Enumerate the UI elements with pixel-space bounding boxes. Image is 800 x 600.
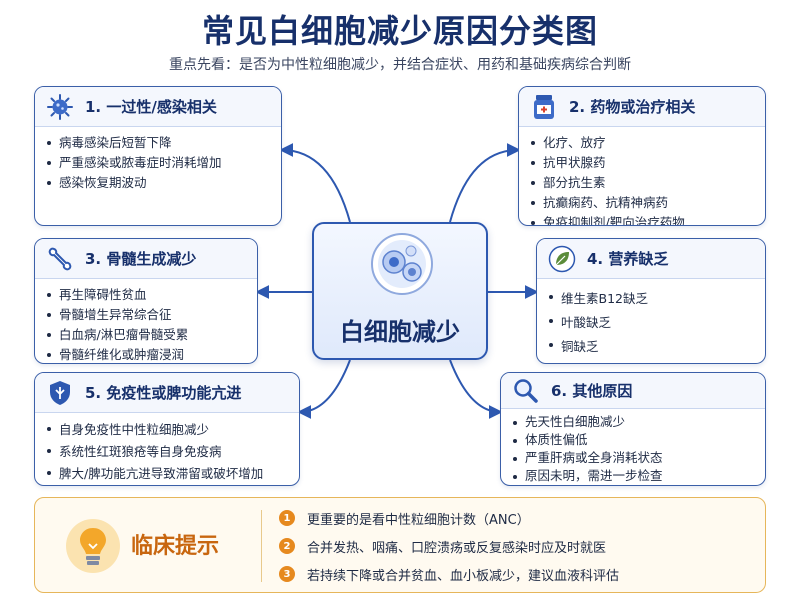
list-item: 体质性偏低 xyxy=(513,431,755,449)
list-item: 原因未明，需进一步检查 xyxy=(513,467,755,485)
card-header: 6. 其他原因 xyxy=(501,373,765,409)
card-drug: 2. 药物或治疗相关 化疗、放疗 抗甲状腺药 部分抗生素 抗癫痫药、抗精神病药 … xyxy=(518,86,766,226)
lightbulb-icon xyxy=(65,516,121,576)
list-item: 免疫抑制剂/靶向治疗药物 xyxy=(531,213,755,225)
list-item: 感染恢复期波动 xyxy=(47,173,271,193)
card-list: 维生素B12缺乏 叶酸缺乏 铜缺乏 xyxy=(537,279,765,359)
card-title: 6. 其他原因 xyxy=(551,382,633,400)
arrow-to-card-5 xyxy=(297,359,351,419)
card-header: 2. 药物或治疗相关 xyxy=(519,87,765,127)
tip-item: 2 合并发热、咽痛、口腔溃疡或反复感染时应及时就医 xyxy=(279,532,619,560)
list-item: 铜缺乏 xyxy=(549,335,755,359)
card-list: 再生障碍性贫血 骨髓增生异常综合征 白血病/淋巴瘤骨髓受累 骨髓纤维化或肿瘤浸润 xyxy=(35,279,257,363)
list-item: 再生障碍性贫血 xyxy=(47,285,247,305)
list-item: 叶酸缺乏 xyxy=(549,311,755,335)
card-title: 3. 骨髓生成减少 xyxy=(85,250,197,268)
list-item: 抗甲状腺药 xyxy=(531,153,755,173)
arrow-to-card-6 xyxy=(449,359,503,419)
list-item: 骨髓纤维化或肿瘤浸润 xyxy=(47,345,247,363)
card-header: 3. 骨髓生成减少 xyxy=(35,239,257,279)
card-list: 先天性白细胞减少 体质性偏低 严重肝病或全身消耗状态 原因未明，需进一步检查 xyxy=(501,409,765,485)
page-title: 常见白细胞减少原因分类图 xyxy=(201,12,598,50)
tips-list: 1 更重要的是看中性粒细胞计数（ANC） 2 合并发热、咽痛、口腔溃疡或反复感染… xyxy=(279,504,619,588)
list-item: 严重感染或脓毒症时消耗增加 xyxy=(47,153,271,173)
clinical-tips-panel: 临床提示 1 更重要的是看中性粒细胞计数（ANC） 2 合并发热、咽痛、口腔溃疡… xyxy=(34,497,766,593)
tip-item: 1 更重要的是看中性粒细胞计数（ANC） xyxy=(279,504,619,532)
tip-text: 若持续下降或合并贫血、血小板减少，建议血液科评估 xyxy=(307,568,620,584)
bone-icon xyxy=(45,244,75,274)
tip-item: 3 若持续下降或合并贫血、血小板减少，建议血液科评估 xyxy=(279,560,619,588)
card-bone-marrow: 3. 骨髓生成减少 再生障碍性贫血 骨髓增生异常综合征 白血病/淋巴瘤骨髓受累 … xyxy=(34,238,258,364)
list-item: 骨髓增生异常综合征 xyxy=(47,305,247,325)
tip-number: 3 xyxy=(279,566,295,582)
list-item: 白血病/淋巴瘤骨髓受累 xyxy=(47,325,247,345)
pill-bottle-icon xyxy=(529,92,559,122)
center-label: 白细胞减少 xyxy=(340,318,460,346)
divider xyxy=(261,510,262,582)
list-item: 抗癫痫药、抗精神病药 xyxy=(531,193,755,213)
card-list: 化疗、放疗 抗甲状腺药 部分抗生素 抗癫痫药、抗精神病药 免疫抑制剂/靶向治疗药… xyxy=(519,127,765,225)
tip-text: 合并发热、咽痛、口腔溃疡或反复感染时应及时就医 xyxy=(307,540,607,556)
virus-icon xyxy=(45,92,75,122)
card-title: 5. 免疫性或脾功能亢进 xyxy=(85,384,242,402)
magnifier-icon xyxy=(511,376,541,406)
tip-number: 2 xyxy=(279,538,295,554)
list-item: 严重肝病或全身消耗状态 xyxy=(513,449,755,467)
card-nutrition: 4. 营养缺乏 维生素B12缺乏 叶酸缺乏 铜缺乏 xyxy=(536,238,766,364)
card-immune: 5. 免疫性或脾功能亢进 自身免疫性中性粒细胞减少 系统性红斑狼疮等自身免疫病 … xyxy=(34,372,300,486)
list-item: 自身免疫性中性粒细胞减少 xyxy=(47,419,289,441)
card-infection: 1. 一过性/感染相关 病毒感染后短暂下降 严重感染或脓毒症时消耗增加 感染恢复… xyxy=(34,86,282,226)
tips-title: 临床提示 xyxy=(131,534,220,559)
arrow-to-card-1 xyxy=(279,143,351,223)
card-list: 病毒感染后短暂下降 严重感染或脓毒症时消耗增加 感染恢复期波动 xyxy=(35,127,281,193)
card-header: 5. 免疫性或脾功能亢进 xyxy=(35,373,299,413)
leaf-icon xyxy=(547,244,577,274)
card-title: 4. 营养缺乏 xyxy=(587,250,669,268)
card-title: 2. 药物或治疗相关 xyxy=(569,98,696,116)
center-node: 白细胞减少 xyxy=(312,222,488,360)
list-item: 化疗、放疗 xyxy=(531,133,755,153)
tip-text: 更重要的是看中性粒细胞计数（ANC） xyxy=(307,512,530,528)
card-title: 1. 一过性/感染相关 xyxy=(85,98,217,116)
shield-icon xyxy=(45,378,75,408)
list-item: 脾大/脾功能亢进导致滞留或破坏增加 xyxy=(47,463,289,485)
card-other: 6. 其他原因 先天性白细胞减少 体质性偏低 严重肝病或全身消耗状态 原因未明，… xyxy=(500,372,766,486)
cell-icon xyxy=(370,232,434,296)
list-item: 维生素B12缺乏 xyxy=(549,287,755,311)
list-item: 先天性白细胞减少 xyxy=(513,413,755,431)
card-header: 1. 一过性/感染相关 xyxy=(35,87,281,127)
list-item: 部分抗生素 xyxy=(531,173,755,193)
card-list: 自身免疫性中性粒细胞减少 系统性红斑狼疮等自身免疫病 脾大/脾功能亢进导致滞留或… xyxy=(35,413,299,485)
list-item: 病毒感染后短暂下降 xyxy=(47,133,271,153)
tip-number: 1 xyxy=(279,510,295,526)
list-item: 系统性红斑狼疮等自身免疫病 xyxy=(47,441,289,463)
card-header: 4. 营养缺乏 xyxy=(537,239,765,279)
arrow-to-card-2 xyxy=(449,143,521,223)
page-subtitle: 重点先看：是否为中性粒细胞减少，并结合症状、用药和基础疾病综合判断 xyxy=(169,57,631,73)
